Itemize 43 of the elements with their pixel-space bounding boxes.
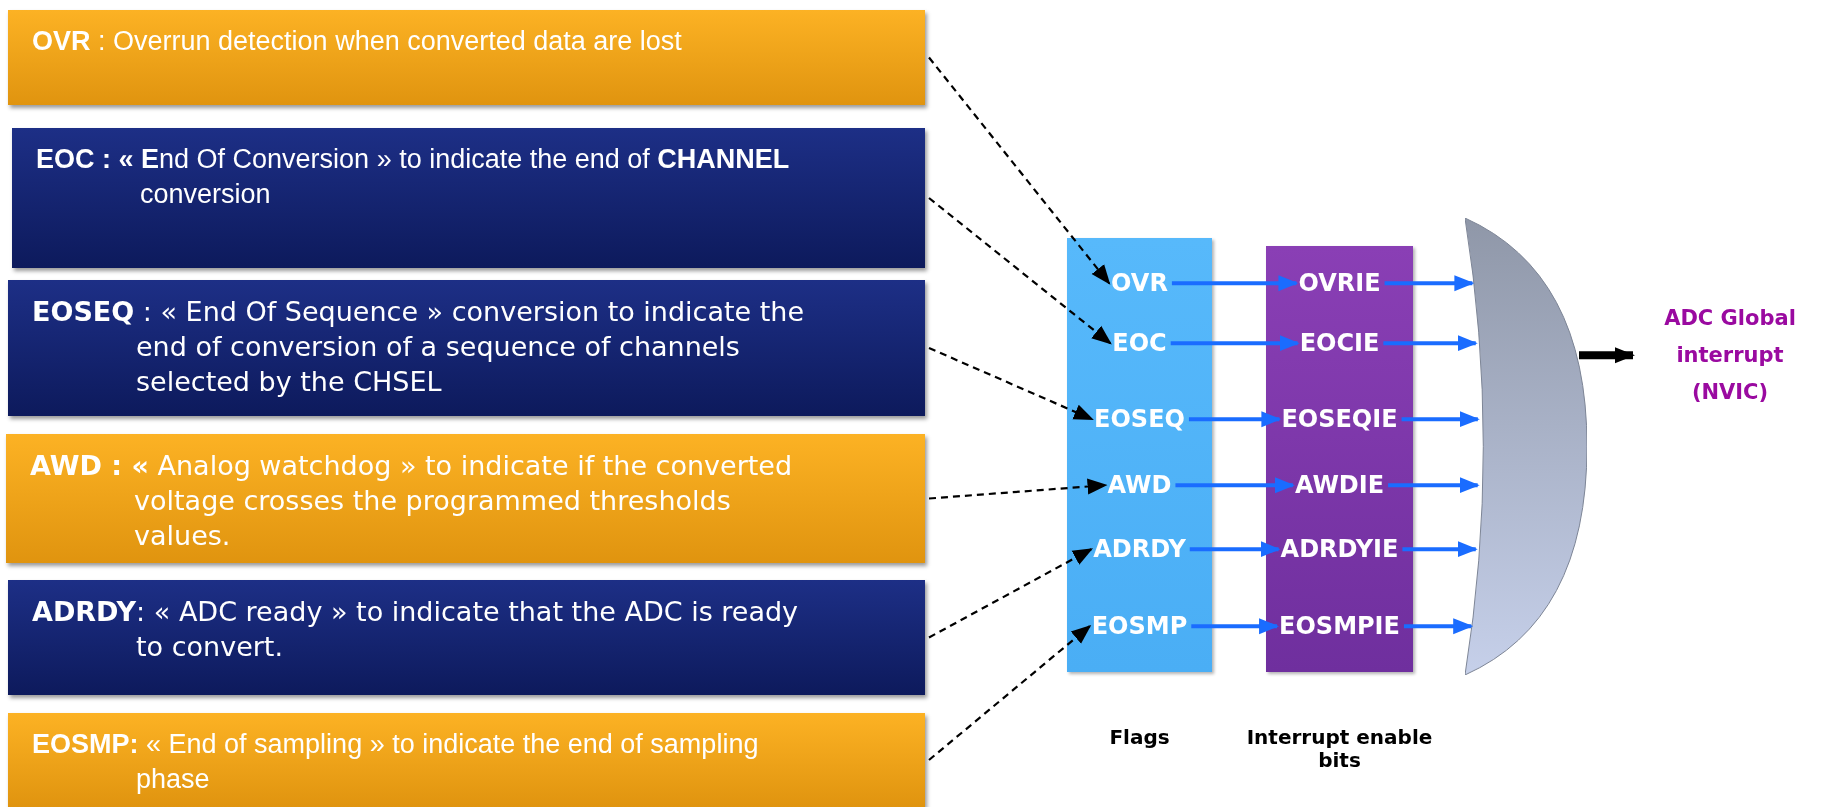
bit-label: OVRIE — [1298, 270, 1381, 297]
arrow — [928, 56, 1111, 285]
arrow — [928, 548, 1093, 639]
bit-label: EOCIE — [1299, 330, 1380, 357]
arrow — [1175, 477, 1295, 494]
bit-label: ADRDYIE — [1280, 536, 1399, 563]
bit-label: EOSEQ — [1094, 406, 1185, 433]
arrow — [928, 624, 1092, 761]
description-box: ADRDY: « ADC ready » to indicate that the ADC is ready to convert. — [8, 580, 925, 695]
description-box: AWD : « Analog watchdog » to indicate if the converted voltage crosses the programmed thresholds values. — [6, 434, 925, 563]
arrow — [1403, 618, 1474, 635]
arrow — [928, 347, 1094, 421]
arrow — [1189, 541, 1281, 558]
register-column — [1067, 238, 1212, 672]
arrow — [1170, 335, 1300, 352]
bit-label: EOSMPIE — [1279, 613, 1400, 640]
bit-label: ADRDY — [1093, 536, 1186, 563]
arrow — [1401, 411, 1480, 428]
arrow — [1191, 618, 1280, 635]
register-column — [1266, 246, 1413, 672]
bit-label: EOSMP — [1091, 613, 1188, 640]
arrow — [1188, 411, 1282, 428]
arrow — [1388, 477, 1480, 494]
description-box: OVR : Overrun detection when converted data are lost — [8, 10, 925, 105]
column-heading: Interrupt enable bits — [1245, 726, 1434, 772]
description-box: EOC : « End Of Conversion » to indicate the end of CHANNEL conversion — [12, 128, 925, 268]
bit-label: AWD — [1107, 472, 1172, 499]
arrow — [1383, 335, 1478, 352]
arrow — [928, 197, 1112, 345]
output-label: ADC Global interrupt (NVIC) — [1635, 300, 1825, 411]
arrow — [1384, 275, 1475, 292]
description-box: EOSEQ : « End Of Sequence » conversion to indicate the end of conversion of a sequence of channels selected by the CHSEL — [8, 280, 925, 416]
arrow — [1402, 541, 1478, 558]
arrow — [928, 478, 1108, 500]
arrow — [1171, 275, 1299, 292]
description-box: EOSMP: « End of sampling » to indicate the end of sampling phase — [8, 713, 925, 807]
or-gate-symbol — [1465, 218, 1587, 675]
bit-label: EOC — [1112, 330, 1167, 357]
bit-label: EOSEQIE — [1281, 406, 1398, 433]
arrow — [1579, 347, 1635, 364]
bit-label: AWDIE — [1294, 472, 1385, 499]
bit-label: OVR — [1111, 270, 1168, 297]
column-heading: Flags — [1108, 726, 1171, 749]
